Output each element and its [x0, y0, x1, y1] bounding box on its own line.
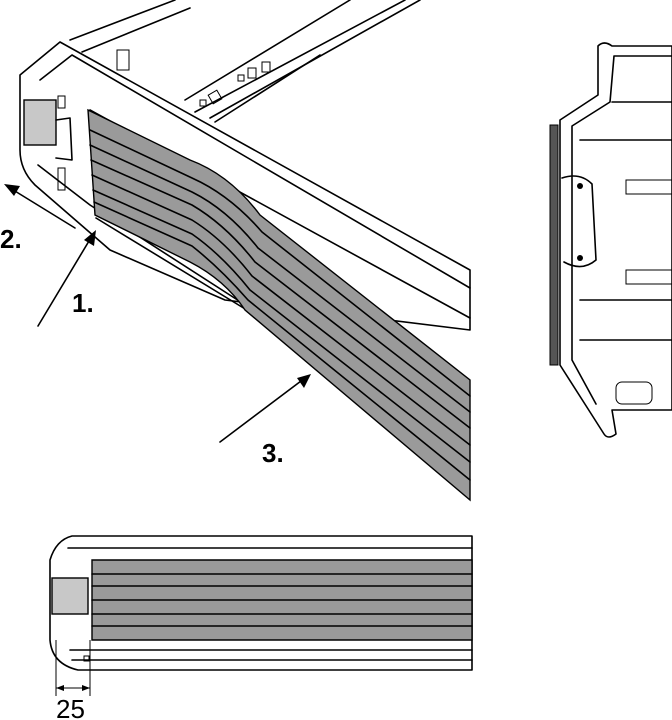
- liner-rib: [89, 144, 471, 413]
- front-end-clip: [51, 577, 89, 615]
- liner-rib: [90, 159, 471, 429]
- back-rail-line: [69, 0, 176, 41]
- dim-arrow-left: [56, 685, 64, 691]
- dim-arrow-right: [82, 685, 90, 691]
- liner-rib: [89, 129, 471, 397]
- hex-nut-icon: [207, 89, 223, 105]
- section-slot: [625, 179, 672, 195]
- arrow-2-head: [4, 184, 20, 196]
- arrow-1-head: [84, 230, 96, 246]
- liner-rib: [91, 174, 471, 446]
- front-view: 25: [49, 535, 473, 720]
- rail-hole: [199, 99, 207, 107]
- clip-pin: [577, 255, 583, 261]
- arrow-2: [9, 187, 76, 229]
- clip-hook: [55, 117, 73, 161]
- liner-rib: [92, 189, 471, 463]
- side-rail-slot: [214, 54, 321, 123]
- step-3-label: 3.: [262, 438, 284, 468]
- arrow-1: [37, 235, 93, 327]
- rail-hole: [247, 67, 257, 79]
- perspective-view: 2. 1. 3.: [0, 0, 471, 502]
- frame-bottom-edge: [37, 164, 251, 309]
- side-rail-line-2: [194, 0, 406, 113]
- profile-outline: [559, 42, 672, 438]
- arrow-3-head: [297, 374, 311, 388]
- side-rail-line: [184, 0, 351, 101]
- rail-hole: [237, 74, 245, 82]
- cross-section-view: [549, 42, 672, 438]
- rail-slot: [116, 49, 130, 71]
- frame-inner-top: [39, 54, 471, 289]
- liner-edge: [549, 124, 559, 366]
- clip-slot: [57, 95, 66, 109]
- frame-bottom-edge-2: [95, 217, 256, 316]
- dimension-label: 25: [56, 694, 85, 720]
- arrow-3: [219, 377, 306, 443]
- step-1-label: 1.: [72, 288, 94, 318]
- section-hole: [615, 381, 653, 405]
- liner-rib: [93, 201, 471, 481]
- section-slot: [625, 269, 672, 285]
- end-clip: [23, 99, 57, 146]
- step-2-label: 2.: [0, 224, 22, 254]
- clip-pin: [577, 183, 583, 189]
- clip-slot-lower: [57, 167, 66, 191]
- profile-inner: [571, 55, 672, 405]
- back-rail-line-inner: [81, 7, 191, 53]
- drawer-frame: [19, 41, 471, 331]
- front-hole: [83, 655, 90, 662]
- rail-hole: [261, 61, 271, 73]
- clip-section: [561, 175, 597, 268]
